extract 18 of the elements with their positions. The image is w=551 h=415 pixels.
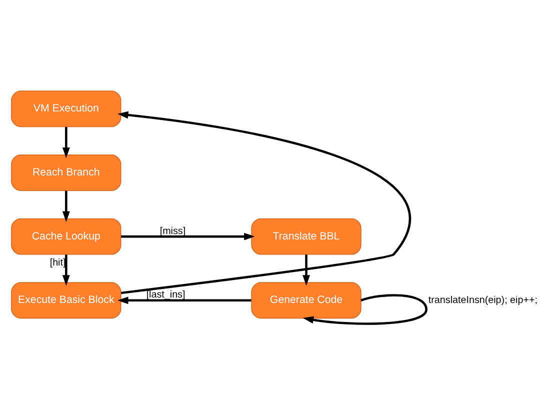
arrow xyxy=(302,294,428,325)
node-box: Reach Branch xyxy=(11,154,122,191)
arrow xyxy=(62,254,70,286)
node-box: Cache Lookup xyxy=(11,218,122,255)
arrow xyxy=(118,111,410,294)
edge-label: translateInsn(eip); eip++; xyxy=(428,294,538,306)
node-box: VM Execution xyxy=(11,90,122,128)
node-box: Translate BBL xyxy=(251,218,362,255)
edge-label: [last_ins] xyxy=(146,290,186,301)
edge-label: [miss] xyxy=(160,226,186,237)
node-box: Generate Code xyxy=(251,282,362,319)
arrow xyxy=(121,232,255,240)
arrow xyxy=(62,127,70,158)
arrow xyxy=(118,296,252,304)
node-box: Execute Basic Block xyxy=(11,282,122,319)
arrow xyxy=(62,190,70,222)
edge-label: [hit] xyxy=(50,258,66,269)
arrow xyxy=(302,254,310,286)
